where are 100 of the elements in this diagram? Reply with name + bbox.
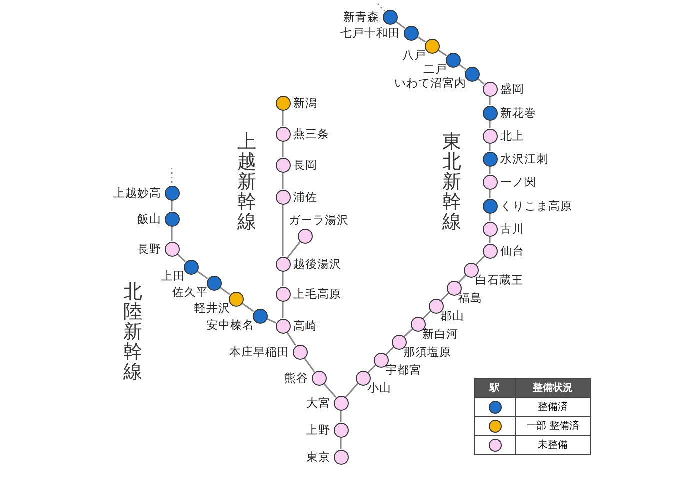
track-line [422, 310, 432, 320]
station-name: 大宮 [306, 396, 330, 410]
station-circle [482, 244, 498, 258]
station-name: 新青森 [344, 10, 380, 24]
station-name: 浦佐 [294, 190, 318, 204]
station-name: 本庄早稲田 [230, 345, 290, 359]
track-line [489, 144, 491, 152]
legend-text: 整備済 [538, 402, 568, 413]
station-circle [482, 128, 498, 144]
station-name: 那須塩原 [404, 345, 452, 359]
station-name: 上田 [162, 269, 186, 283]
station-circle [164, 186, 180, 200]
track-line [196, 270, 208, 280]
station-circle [482, 152, 498, 166]
station-name: くりこま高原 [500, 199, 572, 213]
track-line [220, 286, 230, 296]
track-line [282, 172, 284, 190]
station-name: 七戸十和田 [340, 26, 400, 40]
track-line [287, 241, 301, 259]
station-circle [404, 26, 418, 40]
track-line [489, 120, 491, 128]
station-circle [482, 198, 498, 214]
track-line [489, 214, 491, 222]
track-line [282, 142, 284, 158]
station-name: 二戸 [424, 62, 448, 76]
track-line [345, 383, 359, 398]
track-line [242, 302, 254, 312]
station-name: 燕三条 [294, 127, 330, 141]
track-line [282, 204, 284, 256]
station-name: 白石蔵王 [476, 273, 524, 287]
station-circle [276, 190, 290, 204]
station-name: 越後湯沢 [294, 257, 342, 271]
track-line [282, 110, 284, 126]
track-line [489, 236, 491, 244]
station-circle [252, 308, 268, 324]
track-line [340, 410, 342, 422]
track-line [340, 438, 342, 450]
station-circle [276, 158, 290, 172]
station-name: 福島 [458, 291, 482, 305]
station-name: 上毛高原 [294, 287, 342, 301]
track-line [282, 302, 284, 318]
station-circle [482, 106, 498, 120]
track-line [171, 200, 173, 212]
station-name: 佐久平 [172, 285, 208, 299]
station-circle [482, 82, 498, 96]
track-line [368, 364, 376, 374]
track-line [286, 332, 297, 346]
station-name: 小山 [368, 381, 392, 395]
header-text: 整備状況 [533, 383, 573, 394]
track-line [396, 20, 406, 30]
station-name: 宇都宮 [386, 363, 422, 377]
track-line [404, 328, 414, 338]
track-line [438, 50, 448, 56]
track-line [489, 166, 491, 174]
station-name: 長野 [138, 242, 162, 256]
dotted-track-line [378, 4, 386, 12]
station-circle [164, 242, 180, 256]
track-line [489, 190, 491, 198]
line-name: 北陸新幹線 [123, 282, 143, 382]
track-line [477, 78, 485, 85]
station-name: 八戸 [402, 48, 426, 62]
station-circle [228, 292, 244, 306]
station-circle [292, 344, 308, 360]
station-name: 古川 [500, 222, 524, 236]
station-circle [482, 174, 498, 190]
station-circle [334, 450, 348, 464]
station-circle [298, 228, 312, 244]
station-name: 熊谷 [284, 371, 308, 385]
line-name: 東北新幹線 [442, 132, 462, 232]
station-circle [276, 318, 290, 334]
legend-text: 一部 整備済 [526, 421, 580, 432]
station-name: 新潟 [294, 96, 318, 110]
track-line [171, 226, 173, 242]
station-name: 一ノ関 [500, 175, 536, 189]
track-line [176, 254, 186, 262]
line-name: 上越新幹線 [237, 132, 257, 232]
station-name: 長岡 [294, 158, 318, 172]
station-circle [424, 38, 440, 54]
legend-text: 未整備 [538, 440, 568, 451]
track-line [458, 274, 466, 284]
track-line [416, 36, 426, 43]
header-text: 駅 [490, 383, 500, 394]
station-name: 仙台 [500, 244, 524, 258]
station-circle [464, 66, 480, 82]
station-name: 軽井沢 [194, 301, 230, 315]
station-name: 水沢江刺 [500, 152, 548, 166]
station-circle [184, 260, 198, 274]
track-line [386, 346, 394, 356]
dotted-track-line [171, 168, 173, 186]
station-circle [446, 52, 460, 68]
station-circle [482, 222, 498, 236]
track-line [489, 96, 491, 106]
station-circle [276, 286, 290, 302]
station-name: 東京 [306, 450, 330, 464]
track-line [304, 358, 316, 372]
station-circle [164, 212, 180, 226]
track-line [282, 272, 284, 286]
station-name: 新花巻 [500, 106, 536, 120]
station-name: いわて沼宮内 [394, 76, 466, 90]
station-circle [206, 276, 222, 290]
